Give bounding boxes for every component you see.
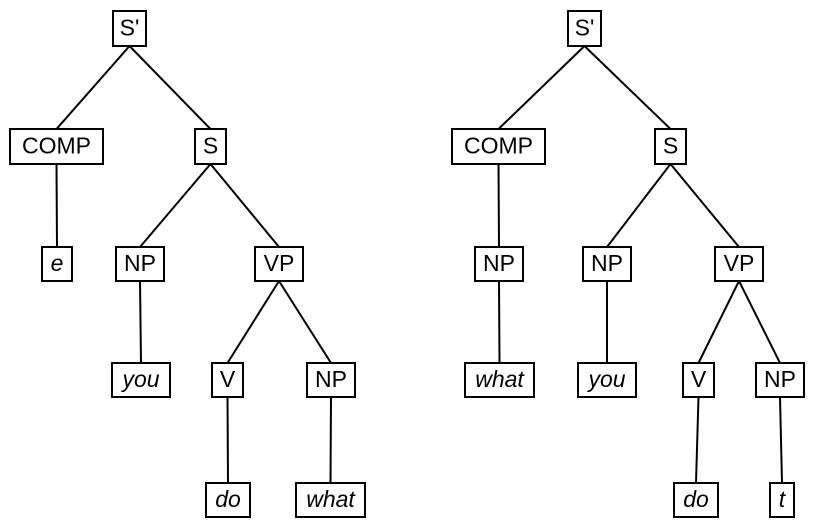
node-label: COMP — [22, 133, 91, 159]
tree-node-np[interactable]: NP — [582, 246, 632, 282]
node-box — [654, 128, 687, 165]
tree-edge — [695, 396, 700, 484]
tree-node-comp[interactable]: COMP — [451, 128, 546, 165]
node-box — [111, 362, 171, 398]
node-label: do — [215, 486, 241, 512]
node-box — [755, 362, 805, 398]
node-label: S' — [575, 15, 595, 41]
tree-edge — [128, 45, 212, 130]
tree-node-v[interactable]: V — [211, 362, 244, 398]
node-box — [194, 128, 227, 165]
node-box — [474, 246, 524, 282]
node-box — [295, 482, 366, 518]
node-label: S — [203, 133, 218, 159]
node-box — [115, 246, 165, 282]
tree-edge — [209, 163, 280, 248]
node-label: S' — [120, 15, 140, 41]
node-label: what — [306, 486, 356, 512]
tree-edge — [278, 280, 332, 364]
tree-node-s[interactable]: S — [194, 128, 227, 165]
tree-node-np[interactable]: NP — [115, 246, 165, 282]
tree-edge — [226, 396, 229, 484]
node-box — [673, 482, 719, 518]
tree-edge — [583, 45, 672, 130]
node-label: V — [691, 366, 707, 392]
node-label: S — [663, 133, 678, 159]
tree-edge — [55, 45, 131, 130]
node-box — [9, 128, 104, 165]
node-box — [254, 246, 304, 282]
tree-edge — [226, 280, 280, 364]
node-label: e — [51, 250, 64, 276]
tree-node-np[interactable]: NP — [755, 362, 805, 398]
node-label: VP — [724, 250, 755, 276]
node-label: you — [120, 366, 159, 392]
node-label: NP — [483, 250, 515, 276]
node-box — [112, 10, 147, 47]
node-box — [451, 128, 546, 165]
node-label: what — [475, 366, 525, 392]
tree-node-vp[interactable]: VP — [714, 246, 764, 282]
node-box — [714, 246, 764, 282]
node-label: NP — [315, 366, 347, 392]
node-label: NP — [764, 366, 796, 392]
tree-edge — [139, 280, 142, 364]
tree-node-what[interactable]: what — [464, 362, 535, 398]
node-box — [464, 362, 535, 398]
node-box — [567, 10, 602, 47]
tree-node-t[interactable]: t — [769, 482, 795, 518]
tree-node-v[interactable]: V — [682, 362, 715, 398]
tree-edge — [606, 163, 672, 248]
tree-node-np[interactable]: NP — [474, 246, 524, 282]
tree-node-do[interactable]: do — [205, 482, 251, 518]
tree-node-e[interactable]: e — [41, 246, 73, 282]
node-box — [205, 482, 251, 518]
tree-edge — [55, 163, 58, 248]
tree-node-you[interactable]: you — [577, 362, 637, 398]
node-label: NP — [124, 250, 156, 276]
node-box — [211, 362, 244, 398]
node-label: you — [586, 366, 625, 392]
tree-node-comp[interactable]: COMP — [9, 128, 104, 165]
tree-node-vp[interactable]: VP — [254, 246, 304, 282]
tree-edge — [497, 45, 586, 130]
tree-node-sbar[interactable]: S' — [567, 10, 602, 47]
tree-edge — [669, 163, 740, 248]
node-box — [577, 362, 637, 398]
edges-layer — [55, 45, 783, 484]
node-box — [306, 362, 356, 398]
tree-edge — [497, 163, 500, 248]
node-label: V — [220, 366, 236, 392]
tree-node-do[interactable]: do — [673, 482, 719, 518]
tree-node-sbar[interactable]: S' — [112, 10, 147, 47]
tree-node-np[interactable]: NP — [306, 362, 356, 398]
node-box — [41, 246, 73, 282]
tree-node-what[interactable]: what — [295, 482, 366, 518]
tree-edge — [139, 163, 212, 248]
node-label: NP — [591, 250, 623, 276]
tree-node-you[interactable]: you — [111, 362, 171, 398]
tree-edge — [498, 280, 501, 364]
node-box — [582, 246, 632, 282]
node-box — [769, 482, 795, 518]
node-box — [682, 362, 715, 398]
node-label: t — [779, 486, 787, 512]
node-label: COMP — [464, 133, 533, 159]
node-label: VP — [264, 250, 295, 276]
tree-edge — [738, 280, 781, 364]
node-label: do — [683, 486, 709, 512]
tree-edge — [779, 396, 783, 484]
tree-node-s[interactable]: S — [654, 128, 687, 165]
tree-edge — [697, 280, 740, 364]
tree-edge — [329, 396, 332, 484]
